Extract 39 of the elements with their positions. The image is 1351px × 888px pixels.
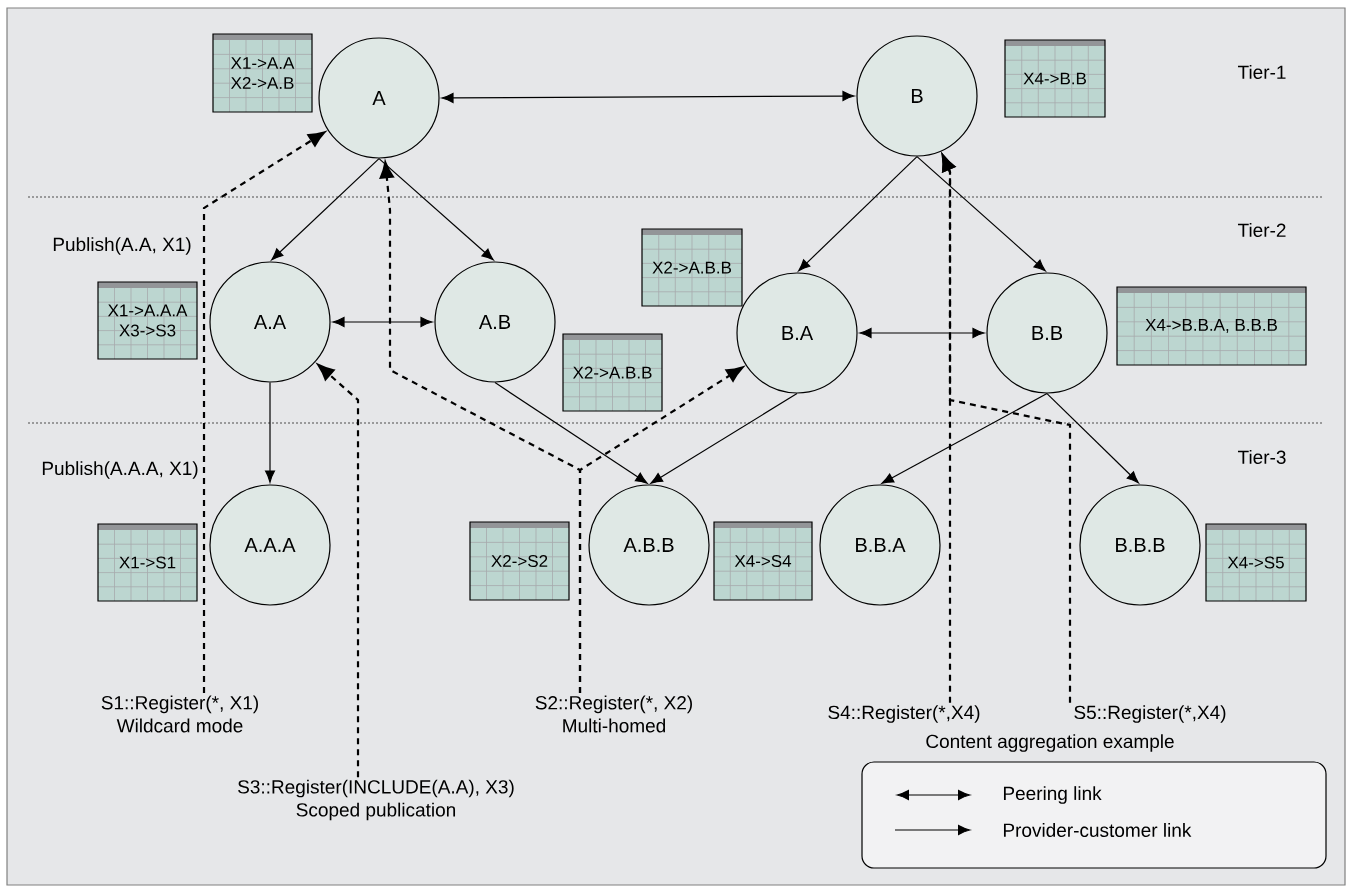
register-text: S5::Register(*,X4)	[1074, 705, 1226, 723]
legend-label: Provider-customer link	[1003, 823, 1192, 837]
routing-table: X2->A.B.B	[562, 333, 663, 412]
arrow	[378, 158, 494, 261]
arrow	[441, 91, 855, 103]
register-text: S1::Register(*, X1) Wildcard mode	[101, 695, 258, 733]
dashed-arrow	[202, 131, 326, 694]
legend-label: Peering link	[1003, 786, 1102, 804]
arrow	[264, 382, 276, 483]
arrow	[881, 393, 1048, 484]
routing-table: X1->A.A X2->A.B	[212, 33, 313, 113]
arrow	[271, 158, 380, 261]
tier-label: Tier-3	[1238, 450, 1286, 464]
routing-table: X4->S5	[1205, 523, 1307, 602]
arrow	[798, 156, 918, 272]
arrow	[650, 393, 798, 484]
routing-table: X4->B.B.A, B.B.B	[1116, 286, 1307, 366]
annotation-text: Content aggregation example	[926, 734, 1174, 752]
tier-label: Tier-1	[1238, 65, 1286, 79]
routing-table: X4->B.B	[1004, 39, 1106, 118]
arrow	[332, 316, 433, 328]
arrow	[494, 382, 648, 484]
dashed-arrow	[578, 366, 744, 694]
register-text: S3::Register(INCLUDE(A.A), X3) Scoped publication	[238, 779, 514, 821]
publish-label: Publish(A.A.A, X1)	[42, 461, 198, 479]
register-text: S2::Register(*, X2) Multi-homed	[535, 695, 692, 733]
arrow	[1046, 393, 1139, 484]
arrow	[916, 156, 1046, 272]
routing-table: X1->A.A.A X3->S3	[97, 281, 198, 360]
routing-table: X2->S2	[469, 521, 570, 601]
publish-label: Publish(A.A, X1)	[53, 237, 191, 255]
tier-label: Tier-2	[1238, 223, 1286, 237]
dashed-arrow	[941, 154, 1072, 703]
arrow	[859, 327, 985, 339]
dashed-arrow	[317, 363, 360, 778]
routing-table: X1->S1	[97, 523, 198, 602]
routing-table: X4->S4	[713, 521, 813, 601]
routing-table: X2->A.B.B	[641, 228, 743, 307]
register-text: S4::Register(*,X4)	[828, 705, 980, 723]
